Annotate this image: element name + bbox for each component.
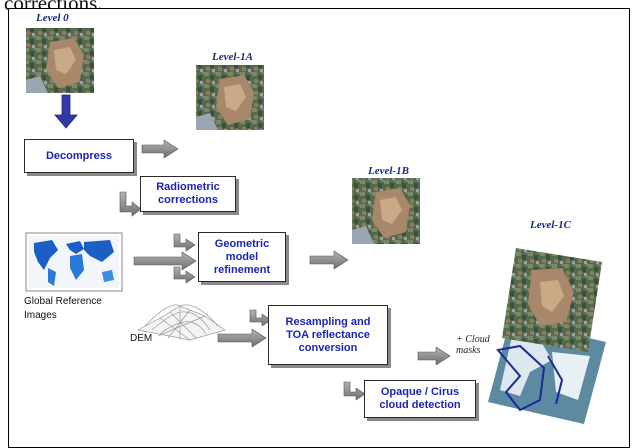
l-arrow-resampling: [249, 309, 272, 327]
level1b-image: [352, 178, 420, 244]
down-arrow: [54, 94, 78, 129]
level1c-image: [502, 248, 602, 352]
resampling-box: Resampling and TOA reflectance conversio…: [268, 305, 388, 365]
geometric-box: Geometric model refinement: [198, 232, 286, 282]
arrow-resampling-to-1c: [417, 346, 451, 366]
radiometric-box: Radiometric corrections: [140, 176, 236, 212]
l-arrow-radiometric: [119, 191, 142, 217]
level1a-label: Level-1A: [212, 51, 253, 63]
decompress-box: Decompress: [24, 139, 134, 173]
arrow-geometric-to-1b: [309, 250, 349, 270]
l-arrow-geometric-bottom: [173, 266, 196, 284]
l-arrow-geometric-top: [173, 233, 196, 252]
arrow-decompress-to-1a: [141, 139, 179, 159]
l-arrow-cloud-detection: [343, 381, 366, 401]
level1b-label: Level-1B: [368, 165, 409, 177]
arrow-worldmap-to-geometric: [133, 251, 197, 271]
global-reference-label: Global Reference Images: [24, 296, 102, 321]
cloud-masks-label: + Cloud masks: [456, 334, 490, 356]
dem-mesh-image: [136, 304, 226, 341]
dem-label: DEM: [130, 333, 153, 344]
level0-label: Level 0: [36, 12, 69, 24]
diagram-canvas: [25, 28, 606, 424]
world-map-image: [25, 232, 123, 292]
level1a-image: [196, 65, 264, 130]
cloud-detection-box: Opaque / Cirus cloud detection: [364, 380, 476, 418]
level1c-label: Level-1C: [530, 219, 571, 231]
arrow-dem-to-resampling: [217, 328, 267, 348]
level0-image: [26, 28, 94, 93]
